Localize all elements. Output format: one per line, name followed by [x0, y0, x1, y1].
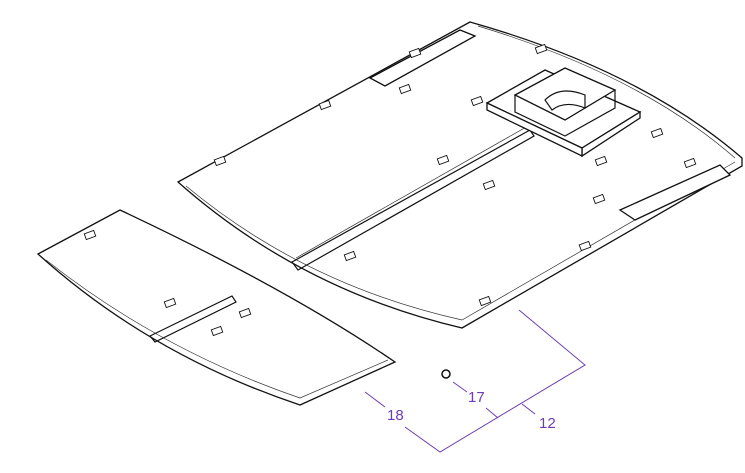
screw-part	[441, 369, 451, 379]
callout-12: 12	[539, 415, 556, 432]
slots	[213, 43, 697, 307]
callout-17: 17	[468, 389, 485, 406]
callout-18: 18	[387, 407, 404, 424]
callout-leaders	[364, 309, 586, 453]
front-panel	[36, 209, 397, 406]
main-plate	[176, 21, 743, 329]
